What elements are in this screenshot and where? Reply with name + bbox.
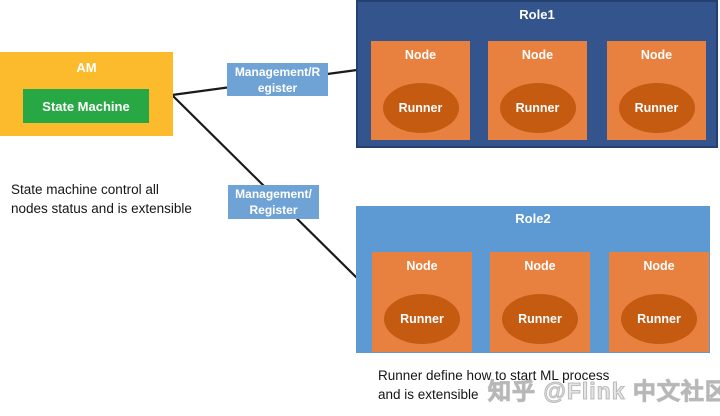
state-machine-caption: State machine control all nodes status a… bbox=[11, 180, 241, 218]
role2-title: Role2 bbox=[515, 211, 551, 226]
state-machine-caption-line1: State machine control all bbox=[11, 182, 159, 197]
role1-node-1: Node Runner bbox=[371, 41, 470, 140]
management-register-bottom-line2: Register bbox=[249, 203, 298, 217]
runner-caption-line2: and is extensible bbox=[378, 387, 479, 402]
role1-node-2-runner: Runner bbox=[499, 83, 576, 133]
role2-node-3-runner: Runner bbox=[621, 294, 697, 344]
am-title: AM bbox=[76, 60, 97, 75]
role2-node-3-runner-label: Runner bbox=[637, 312, 681, 326]
runner-caption-line1: Runner define how to start ML process bbox=[378, 368, 610, 383]
role1-node-1-label: Node bbox=[404, 48, 437, 62]
state-machine-box: State Machine bbox=[23, 89, 149, 123]
state-machine-caption-line2: nodes status and is extensible bbox=[11, 201, 192, 216]
watermark-text: 知乎 @Flink 中文社区 bbox=[488, 378, 720, 405]
role1-node-1-runner-label: Runner bbox=[398, 101, 443, 115]
role2-container: Role2 Node Runner Node Runner Node Runne… bbox=[356, 206, 710, 353]
role1-node-3-runner-label: Runner bbox=[634, 101, 679, 115]
role2-node-1-runner-label: Runner bbox=[400, 312, 444, 326]
role2-node-2: Node Runner bbox=[490, 252, 590, 352]
role1-node-2-label: Node bbox=[521, 48, 554, 62]
management-register-top-box: Management/R egister bbox=[227, 63, 328, 96]
role2-node-2-label: Node bbox=[524, 259, 556, 273]
role2-node-1-runner: Runner bbox=[384, 294, 460, 344]
role1-node-1-runner: Runner bbox=[382, 83, 459, 133]
role2-node-2-runner-label: Runner bbox=[518, 312, 562, 326]
runner-caption: Runner define how to start ML process an… bbox=[378, 366, 648, 404]
am-box: AM State Machine bbox=[0, 52, 173, 136]
role1-node-2-runner-label: Runner bbox=[515, 101, 560, 115]
state-machine-label: State Machine bbox=[42, 98, 130, 114]
role2-node-1: Node Runner bbox=[372, 252, 472, 352]
role1-node-2: Node Runner bbox=[488, 41, 587, 140]
role1-node-3: Node Runner bbox=[607, 41, 706, 140]
role2-node-2-runner: Runner bbox=[502, 294, 578, 344]
role1-container: Role1 Node Runner Node Runner Node Runne… bbox=[356, 0, 718, 148]
management-register-bottom-box: Management/ Register bbox=[228, 185, 319, 219]
role2-node-3-label: Node bbox=[643, 259, 675, 273]
role2-node-3: Node Runner bbox=[609, 252, 709, 352]
role1-title: Role1 bbox=[519, 7, 555, 22]
role1-node-3-label: Node bbox=[640, 48, 673, 62]
management-register-top-line2: egister bbox=[257, 80, 298, 95]
management-register-top-line1: Management/R bbox=[234, 64, 321, 79]
role1-node-3-runner: Runner bbox=[618, 83, 695, 133]
role2-node-1-label: Node bbox=[406, 259, 438, 273]
management-register-bottom-line1: Management/ bbox=[235, 187, 312, 201]
